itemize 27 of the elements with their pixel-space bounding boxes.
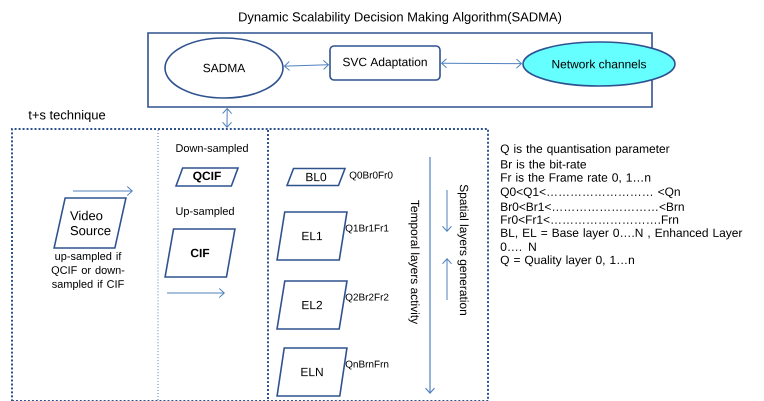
note-text: Fr is the Frame rate 0, 1…n (501, 172, 650, 184)
node-label: Down-sampled (176, 144, 248, 154)
note-text: Q is the quantisation parameter (500, 144, 670, 156)
node-annotation: Q2Br2Fr2 (346, 294, 388, 302)
node-annotation: Q1Br1Fr1 (346, 224, 388, 234)
note-text: Br0<Br1<………………………<Brn (501, 202, 684, 211)
node-annotation: Q0Br0Fr0 (350, 172, 393, 180)
note-text: Q0<Q1<……………………… <Qn (500, 188, 680, 198)
node-label: Up-sampled (176, 206, 234, 218)
arrow (440, 58, 522, 69)
note-text: Fr0<Fr1<……………………….Frn (501, 215, 678, 224)
parallelogram: CIF (164, 228, 236, 278)
heading: t+s technique (28, 110, 106, 122)
node-annotation: QnBrnFrn (346, 360, 388, 370)
axis-label: Spatial layers generation (456, 183, 470, 317)
arrow (222, 108, 232, 128)
heading: Dynamic Scalability Decision Making Algorithm(SADMA) (239, 12, 562, 24)
ellipse-node: SADMA (164, 37, 284, 99)
axis-label: Temporal layers activity (407, 198, 421, 326)
parallelogram: Video Source (53, 197, 127, 249)
ellipse-node: Network channels (522, 41, 676, 87)
note-text: Br is the bit-rate (501, 160, 586, 169)
process-box: SVC Adaptation (329, 45, 441, 81)
note-text: BL, EL = Base layer 0….N , Enhanced Layer 0…. N (500, 228, 742, 251)
note-text: Q = Quality layer 0, 1…n (500, 255, 634, 267)
arrow (284, 60, 330, 71)
node-label: up-sampled if QCIF or down-sampled if CIF (52, 252, 124, 290)
